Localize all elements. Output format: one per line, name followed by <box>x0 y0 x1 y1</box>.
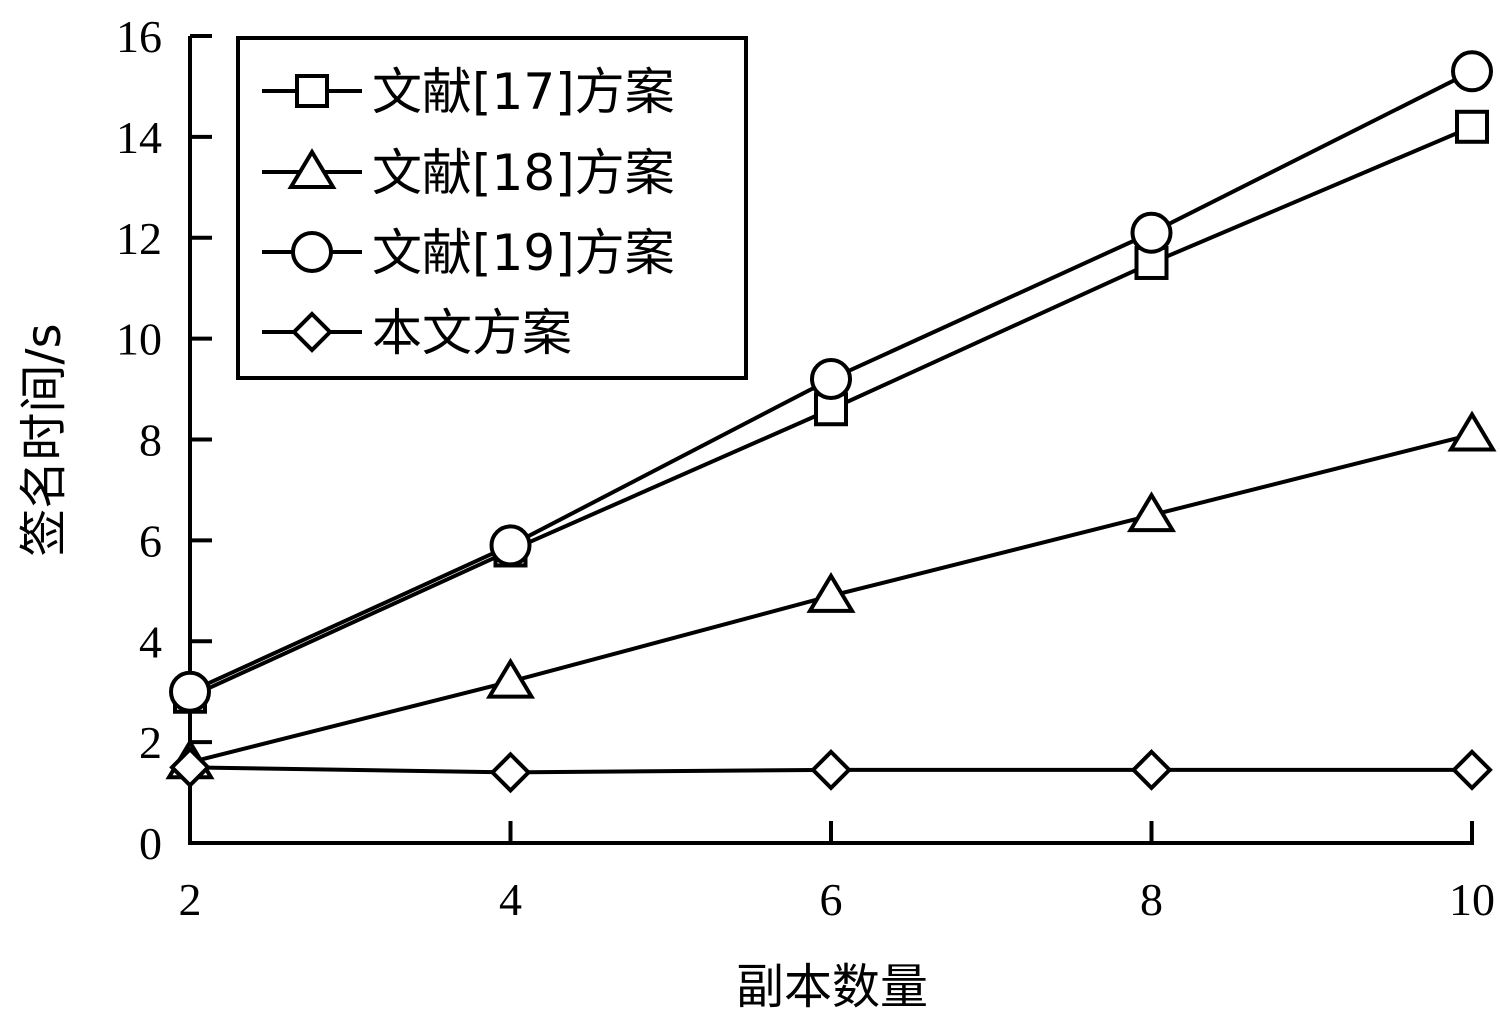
y-tick-label: 12 <box>116 213 162 264</box>
data-point-diamond <box>810 749 852 791</box>
data-point-triangle <box>1447 410 1497 452</box>
legend-label: 文献[18]方案 <box>372 144 675 202</box>
x-tick-label: 2 <box>179 874 202 925</box>
x-tick-label: 8 <box>1140 874 1163 925</box>
x-tick-label: 4 <box>499 874 522 925</box>
legend-marker-diamond <box>291 311 333 353</box>
y-tick-label: 8 <box>139 415 162 466</box>
data-point-diamond <box>489 751 532 794</box>
legend-marker-square <box>295 74 329 108</box>
data-point-square <box>1455 109 1489 144</box>
legend-label: 文献[17]方案 <box>372 63 675 121</box>
y-tick-label: 14 <box>116 112 162 163</box>
x-axis-title: 副本数量 <box>736 959 928 1015</box>
data-point-circle <box>810 357 852 400</box>
legend-label: 本文方案 <box>372 304 572 362</box>
y-tick-label: 6 <box>139 515 162 566</box>
x-tick-label: 10 <box>1449 874 1495 925</box>
data-point-diamond <box>169 746 211 789</box>
legend-marker-circle <box>291 231 333 273</box>
data-point-circle <box>489 524 532 567</box>
legend-marker-triangle <box>287 148 337 189</box>
data-point-diamond <box>1451 749 1493 791</box>
y-axis-title: 签名时间/s <box>16 323 72 556</box>
x-tick-label: 6 <box>820 874 843 925</box>
data-point-triangle <box>485 657 536 699</box>
data-point-circle <box>169 670 211 713</box>
y-tick-label: 2 <box>139 717 162 768</box>
y-tick-label: 4 <box>139 616 162 667</box>
y-tick-label: 0 <box>139 818 162 869</box>
data-point-diamond <box>1130 749 1173 791</box>
data-point-triangle <box>806 571 856 613</box>
legend-label: 文献[19]方案 <box>372 224 675 282</box>
series-markers <box>165 50 1497 794</box>
data-point-circle <box>1451 50 1493 93</box>
data-point-triangle <box>1126 491 1177 533</box>
y-tick-label: 10 <box>116 314 162 365</box>
data-point-circle <box>1130 211 1173 254</box>
y-tick-label: 16 <box>116 11 162 62</box>
